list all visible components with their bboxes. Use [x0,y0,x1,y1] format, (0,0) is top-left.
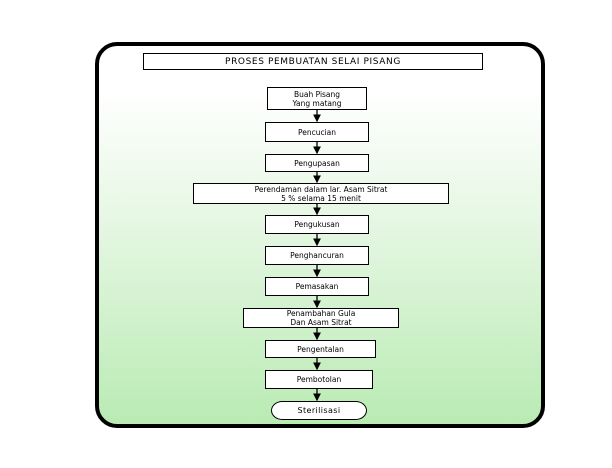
node-line: Penghancuran [290,251,344,260]
node-line: 5 % selama 15 menit [281,193,361,203]
node-line: Pengentalan [297,344,344,354]
node-line: Dan Asam Sitrat [290,318,352,327]
node-line: Sterilisasi [297,406,341,415]
node-line: Yang matang [292,98,342,108]
node-pengupasan: Pengupasan [265,154,369,172]
diagram-title-text: PROSES PEMBUATAN SELAI PISANG [225,56,401,67]
node-line: Pencucian [297,127,337,137]
node-line: Pembotolan [296,375,342,384]
node-pemasakan: Pemasakan [265,277,369,296]
node-line: Pengukusan [294,220,340,229]
node-sterilisasi: Sterilisasi [271,401,367,420]
node-line: Pemasakan [295,282,339,291]
node-pengukusan: Pengukusan [265,215,369,234]
node-pembotolan: Pembotolan [265,370,373,389]
diagram-title: PROSES PEMBUATAN SELAI PISANG [143,53,483,70]
node-pengentalan: Pengentalan [265,340,376,358]
node-line: Penambahan Gula [286,309,356,318]
node-penghancuran: Penghancuran [265,246,369,265]
node-line: Pengupasan [294,158,340,168]
node-line: Buah Pisang [293,89,341,99]
node-line: Perendaman dalam lar. Asam Sitrat [254,184,388,194]
node-pencucian: Pencucian [265,122,369,142]
